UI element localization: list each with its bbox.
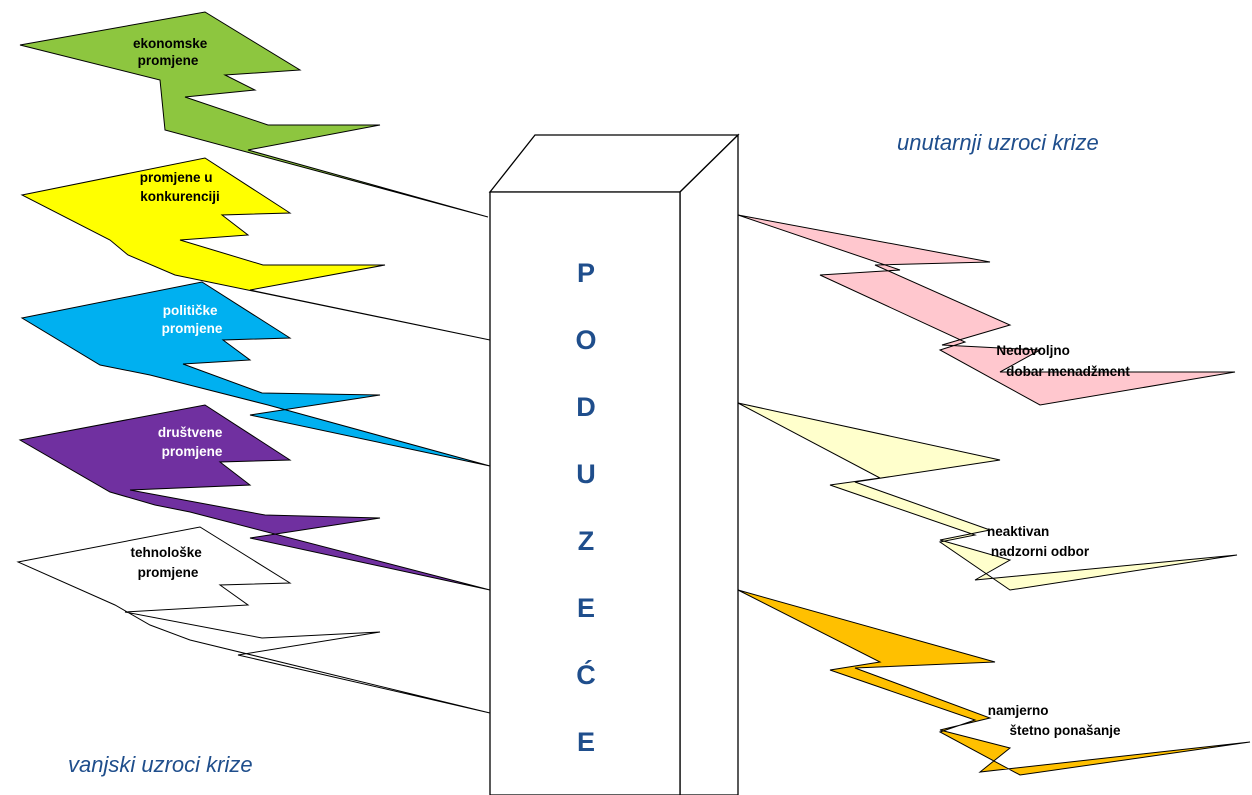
pillar-side xyxy=(679,133,739,795)
bolt-label: promjene u konkurenciji xyxy=(140,170,220,204)
internal-cause-bolt: Nedovoljno dobar menadžment xyxy=(737,214,1236,406)
pillar-letter: O xyxy=(575,325,596,355)
internal-cause-bolt: namjerno štetno ponašanje xyxy=(737,589,1251,776)
pillar-front xyxy=(489,191,681,795)
pillar-letter: E xyxy=(577,727,595,757)
bolt-shape xyxy=(737,214,1236,406)
pillar-letters: P O D U Z E Ć E xyxy=(575,258,596,757)
external-cause-bolt: ekonomske promjene xyxy=(19,11,489,218)
bolt-label: društvene promjene xyxy=(158,425,226,459)
pillar-letter: U xyxy=(576,459,596,489)
bolt-label: tehnološke promjene xyxy=(130,545,205,580)
bolt-shape xyxy=(20,157,491,341)
internal-cause-bolt: neaktivan nadzorni odbor xyxy=(737,402,1238,591)
company-pillar: P O D U Z E Ć E xyxy=(488,133,740,795)
external-cause-bolt: društvene promjene xyxy=(18,404,491,591)
external-causes-label: vanjski uzroci krize xyxy=(68,752,253,777)
bolt-shape xyxy=(16,526,491,714)
bolt-shape xyxy=(737,402,1238,591)
bolt-shape xyxy=(19,11,489,218)
bolt-label: Nedovoljno dobar menadžment xyxy=(996,343,1130,379)
external-cause-bolt: promjene u konkurenciji xyxy=(20,157,491,341)
external-cause-bolt: političke promjene xyxy=(20,281,491,467)
bolt-label: političke promjene xyxy=(162,303,223,336)
bolt-shape xyxy=(18,404,491,591)
pillar-letter: Ć xyxy=(576,659,596,690)
bolt-shape xyxy=(20,281,491,467)
pillar-letter: D xyxy=(576,392,596,422)
bolt-label: neaktivan nadzorni odbor xyxy=(987,524,1090,559)
external-cause-bolt: tehnološke promjene xyxy=(16,526,491,714)
pillar-letter: P xyxy=(577,258,595,288)
bolt-label: ekonomske promjene xyxy=(133,36,211,68)
pillar-letter: Z xyxy=(578,526,595,556)
internal-causes-label: unutarnji uzroci krize xyxy=(897,130,1099,155)
bolt-shape xyxy=(737,589,1251,776)
bolt-label: namjerno štetno ponašanje xyxy=(988,703,1121,738)
pillar-letter: E xyxy=(577,593,595,623)
